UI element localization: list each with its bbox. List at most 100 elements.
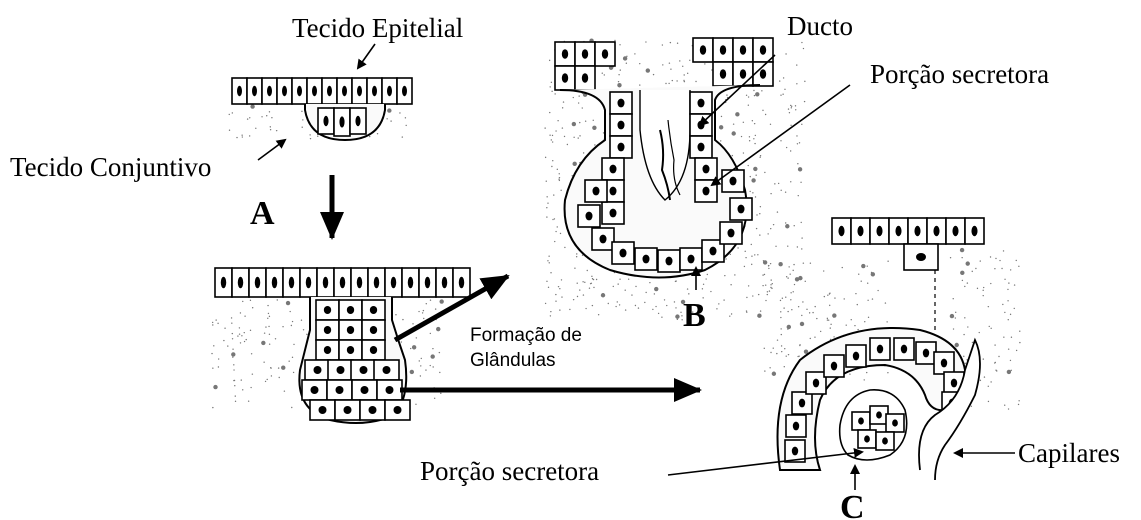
cell-nucleus bbox=[700, 45, 706, 55]
cell-nucleus bbox=[347, 326, 354, 334]
cell-nucleus bbox=[370, 346, 377, 354]
cell-nucleus bbox=[585, 212, 592, 221]
cell-nucleus bbox=[592, 187, 599, 196]
cell-nucleus bbox=[339, 116, 344, 127]
cell-nucleus bbox=[394, 406, 402, 414]
label-a: A bbox=[250, 195, 275, 232]
stage-bud-gland bbox=[215, 268, 470, 423]
cell-nucleus bbox=[857, 226, 863, 236]
label-capilares: Capilares bbox=[1018, 438, 1120, 468]
stage-c-endocrine-gland bbox=[778, 218, 985, 480]
cell-nucleus bbox=[737, 205, 744, 214]
cell-nucleus bbox=[323, 116, 328, 126]
cell-nucleus bbox=[374, 277, 379, 289]
cell-nucleus bbox=[720, 69, 726, 79]
cell-nucleus bbox=[372, 86, 377, 96]
cell-nucleus bbox=[687, 255, 694, 264]
cell-nucleus bbox=[941, 359, 947, 368]
cell-nucleus bbox=[617, 143, 624, 152]
cell-nucleus bbox=[383, 366, 391, 374]
cell-nucleus bbox=[314, 366, 322, 374]
cell-nucleus bbox=[311, 386, 319, 394]
label-tecido-epitelial: Tecido Epitelial bbox=[292, 13, 463, 43]
cell-nucleus bbox=[952, 226, 958, 236]
cell-nucleus bbox=[882, 437, 888, 444]
cell-nucleus bbox=[272, 277, 277, 289]
cell-nucleus bbox=[727, 229, 734, 238]
cell-nucleus bbox=[760, 45, 766, 55]
cell-nucleus bbox=[425, 277, 430, 289]
cell-nucleus bbox=[617, 121, 624, 130]
cell-nucleus bbox=[255, 277, 260, 289]
cell-nucleus bbox=[665, 257, 672, 266]
pointer-porcao-secretora-bottom bbox=[668, 452, 862, 475]
cell-nucleus bbox=[369, 406, 377, 414]
cell-nucleus bbox=[901, 345, 907, 354]
cell-nucleus bbox=[838, 226, 844, 236]
stage-a-epithelium bbox=[232, 78, 412, 140]
cell-nucleus bbox=[324, 326, 331, 334]
cell-nucleus bbox=[312, 86, 317, 96]
cell-nucleus bbox=[619, 249, 626, 258]
cell-nucleus bbox=[360, 366, 368, 374]
label-formacao-line2: Glândulas bbox=[470, 350, 556, 371]
cell-nucleus bbox=[609, 209, 616, 218]
cell-nucleus bbox=[340, 277, 345, 289]
cell-nucleus bbox=[337, 366, 345, 374]
cell-nucleus bbox=[740, 45, 746, 55]
cell-nucleus bbox=[892, 419, 898, 426]
cell-nucleus bbox=[729, 177, 736, 186]
cell-nucleus bbox=[342, 86, 347, 96]
cell-nucleus bbox=[933, 226, 939, 236]
cell-nucleus bbox=[562, 73, 568, 83]
cell-nucleus bbox=[799, 399, 805, 408]
cell-nucleus bbox=[237, 86, 242, 96]
label-porcao-secretora-bottom: Porção secretora bbox=[420, 456, 599, 486]
label-porcao-secretora-top: Porção secretora bbox=[870, 59, 1049, 89]
cell-nucleus bbox=[357, 86, 362, 96]
cell-nucleus bbox=[602, 49, 608, 59]
cell-nucleus bbox=[252, 86, 257, 96]
cell-nucleus bbox=[697, 143, 704, 152]
stage-b-exocrine-gland bbox=[555, 38, 773, 278]
cell-nucleus bbox=[306, 277, 311, 289]
cell-nucleus bbox=[709, 247, 716, 256]
cell-nucleus bbox=[386, 386, 394, 394]
cell-nucleus bbox=[297, 86, 302, 96]
cell-nucleus bbox=[720, 45, 726, 55]
cell-nucleus bbox=[336, 386, 344, 394]
cell-nucleus bbox=[792, 447, 798, 456]
label-b: B bbox=[683, 297, 706, 334]
cell-nucleus bbox=[387, 86, 392, 96]
cell-nucleus bbox=[853, 352, 859, 361]
cell-nucleus bbox=[408, 277, 413, 289]
cell-nucleus bbox=[391, 277, 396, 289]
cell-nucleus bbox=[402, 86, 407, 96]
cell-nucleus bbox=[599, 235, 606, 244]
cell-nucleus bbox=[319, 406, 327, 414]
label-c: C bbox=[840, 489, 865, 520]
label-tecido-conjuntivo: Tecido Conjuntivo bbox=[10, 152, 211, 182]
cell-nucleus bbox=[609, 187, 616, 196]
cell-nucleus bbox=[740, 69, 746, 79]
cell-nucleus bbox=[442, 277, 447, 289]
cell-nucleus bbox=[282, 86, 287, 96]
cell-nucleus bbox=[347, 346, 354, 354]
cell-nucleus bbox=[702, 165, 709, 174]
cell-nucleus bbox=[361, 386, 369, 394]
cell-nucleus bbox=[813, 379, 819, 388]
cell-nucleus bbox=[582, 49, 588, 59]
cell-nucleus bbox=[642, 255, 649, 264]
cell-nucleus bbox=[221, 277, 226, 289]
pointer-tecido-epitelial bbox=[358, 44, 375, 68]
cell-nucleus bbox=[876, 226, 882, 236]
cell-nucleus bbox=[355, 116, 360, 126]
cell-nucleus bbox=[609, 165, 616, 174]
cell-nucleus bbox=[370, 306, 377, 314]
cell-nucleus bbox=[459, 277, 464, 289]
cell-nucleus bbox=[697, 99, 704, 108]
cell-nucleus bbox=[324, 306, 331, 314]
cell-nucleus bbox=[895, 226, 901, 236]
cell-nucleus bbox=[864, 435, 870, 442]
